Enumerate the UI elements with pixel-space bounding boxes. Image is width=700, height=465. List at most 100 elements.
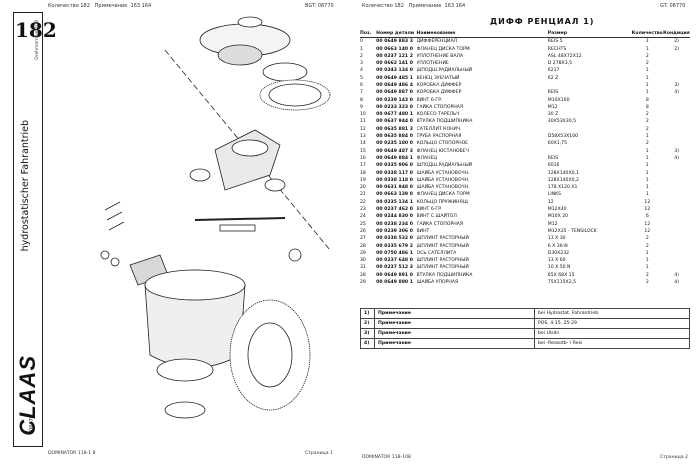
cell-size: D58X53X100 (547, 134, 579, 140)
col-pos: Поз. (360, 31, 377, 39)
cell-part: 00 0663 140 0 (376, 46, 413, 52)
cell-qty: 1 (645, 90, 649, 96)
cell-pos: 3 (360, 61, 363, 67)
cell-qty: 1 (645, 46, 649, 52)
cell-part: 00 0237 462 0 (376, 207, 413, 213)
washer-1 (100, 250, 110, 260)
right-page-label: Страница 2 (660, 455, 688, 460)
cell-pos: 18 (360, 170, 366, 176)
cell-name: ШАЙБА УПОРНАЯ (416, 280, 459, 285)
cell-part: 00 0239 306 0 (376, 228, 413, 234)
cell-qty: 12 (644, 199, 651, 205)
cell-part: 00 0677 480 1 (376, 112, 413, 118)
right-header-code: GT: 08770 (660, 3, 686, 9)
side-frame (13, 12, 43, 447)
col-size: Размер (547, 31, 632, 39)
cell-size: REIS (547, 90, 559, 96)
cell-name: ШПЛИНТ РАСТОРНЫЙ (416, 265, 469, 271)
cell-pos: 27 (360, 236, 366, 242)
cell-cond: 4) (674, 272, 679, 278)
crown-wheel-bore (247, 322, 293, 388)
cell-size: 6016 (547, 163, 560, 169)
cell-part: 00 0649 891 0 (376, 272, 413, 278)
cell-part: 00 0343 134 0 (376, 68, 413, 74)
cell-pos: 6 (360, 82, 363, 88)
parts-list-page: Количество 182 Примечание 163 164 GT: 08… (350, 0, 700, 465)
drawing-id: 106776 (29, 415, 35, 435)
note-text: bei Hydrostat. Fahrantrieb (534, 308, 690, 319)
claas-logo: CLAAS (15, 355, 40, 436)
cell-cond (663, 177, 690, 184)
cell-qty: 1 (645, 170, 649, 176)
cell-qty: 2 (645, 112, 649, 118)
cell-name: ВИНТ (416, 228, 430, 234)
cell-part: 00 0235 134 1 (376, 199, 413, 205)
cell-qty: 8 (645, 104, 649, 110)
cell-part: 00 0235 180 0 (376, 141, 413, 147)
cell-size: 65X 68X 15 (547, 272, 575, 278)
cell-size: M10X 20 (547, 214, 569, 220)
cell-size: REIS 5 (547, 39, 563, 45)
cell-pos: 1 (360, 46, 363, 52)
lower-housing-rim (144, 269, 246, 301)
cell-cond (663, 250, 690, 257)
flange-lower (164, 401, 206, 419)
cell-cond: 2) (674, 46, 679, 52)
cell-part: 00 0238 532 0 (376, 236, 413, 242)
cell-pos: 8 (360, 97, 363, 103)
cell-name: ШПЛИНТ РАСТОРНЫЙ (416, 258, 469, 264)
cell-qty: 2 (645, 141, 649, 147)
cell-qty: 2 (645, 280, 649, 285)
cell-pos: 29 (360, 280, 366, 285)
cell-name: ВИНТ С ШАЙТОЛ (416, 214, 457, 220)
cell-pos: 19 (360, 177, 366, 183)
cell-qty: 1 (645, 68, 649, 74)
cell-name: ОСЬ САТЕЛЛИТА (416, 250, 457, 256)
cell-cond (663, 213, 690, 220)
cell-name: ВЕНЕЦ ЗУБЧАТЫЙ (416, 75, 460, 81)
note-label: Примечание (374, 318, 535, 329)
cell-qty: 2 (645, 126, 649, 132)
exploded-diagram (100, 16, 331, 419)
cell-part: 00 0649 486 4 (376, 82, 413, 88)
cell-name: ГАЙКА СТОПОРНАЯ (416, 104, 464, 110)
cell-pos: 24 (360, 214, 366, 220)
cell-name: ФЛАНЕЦ ЮСТАНОВЕЧ (416, 148, 469, 154)
header-note-label: Примечание (408, 3, 442, 9)
diagram-page: Количество 182 Примечание 163 164 BGT: 0… (13, 3, 334, 456)
cell-cond (663, 235, 690, 242)
note-label: Примечание (374, 328, 535, 339)
cell-name: ШАЙБА УСТАНОВОЧН. (416, 185, 470, 191)
cell-qty: 2 (645, 243, 649, 249)
cell-size: M10X100 (547, 97, 570, 103)
note-label: Примечание (374, 338, 535, 349)
cell-qty: 12 (644, 207, 651, 213)
cell-size: 178 X120 X1 (547, 185, 578, 191)
cell-cond (663, 111, 690, 118)
cell-part: 00 0238 234 0 (376, 221, 413, 227)
cell-size: 75X115X2,5 (547, 280, 576, 285)
cell-name: САТЕЛЛИТ КОНИЧ. (416, 126, 462, 132)
cell-pos: 7 (360, 90, 363, 96)
left-footer: DOMINATOR 118-1 8 (48, 451, 96, 456)
cell-qty: 6 (645, 214, 649, 220)
cell-cond (663, 184, 690, 191)
cell-qty: 1 (645, 265, 649, 271)
lower-bearing (156, 358, 214, 382)
cell-part: 00 0649 487 3 (376, 148, 413, 154)
cell-part: 00 0237 648 0 (376, 258, 413, 264)
cell-pos: 15 (360, 148, 366, 154)
cell-size: 128X140X0,2 (547, 177, 579, 183)
cell-pos: 16 (360, 155, 366, 161)
cell-name: ВТУЛКА ПОДШИПНИКА (416, 272, 473, 278)
cell-part: 00 0649 485 1 (376, 75, 413, 81)
